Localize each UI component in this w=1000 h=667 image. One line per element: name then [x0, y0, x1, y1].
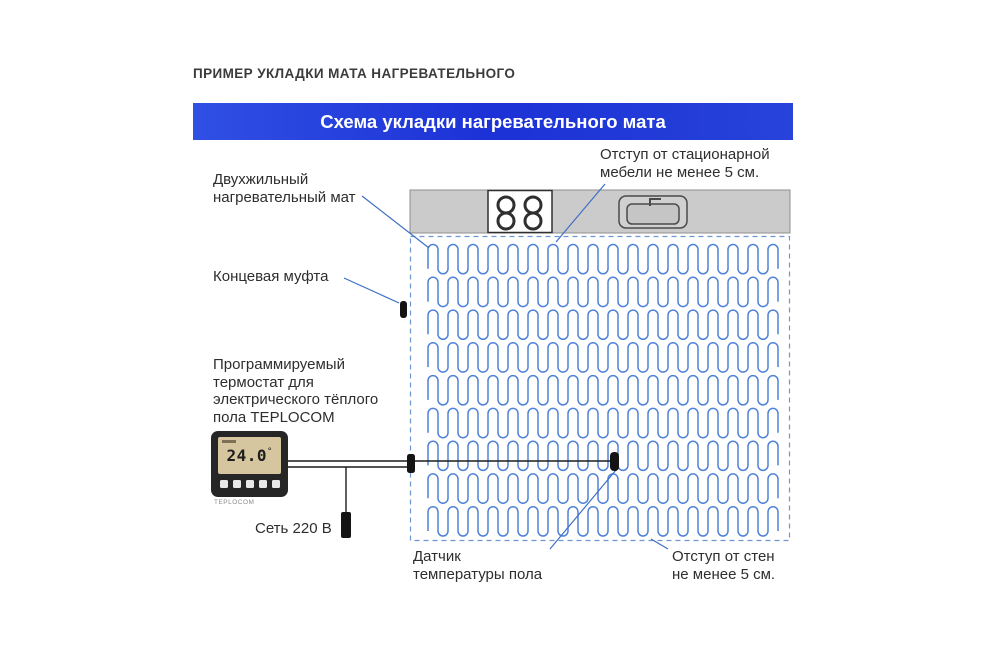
- thermostat-buttons: [218, 480, 281, 488]
- leader-furniture-offset: [555, 183, 606, 243]
- mat-boundary-dashed: [409, 235, 791, 542]
- thermostat-display-unit: °: [267, 446, 273, 457]
- thermostat-key: [219, 480, 228, 488]
- label-floor-sensor: Датчик температуры пола: [413, 548, 543, 583]
- burner-icon: [523, 211, 543, 231]
- label-end-sleeve: Концевая муфта: [213, 268, 329, 285]
- cooktop-icon: [487, 189, 553, 234]
- thermostat-device: 24.0 °: [211, 431, 288, 497]
- burner-icon: [496, 195, 516, 215]
- thermostat-display-indicators: [222, 440, 236, 443]
- leader-wall-offset: [650, 538, 669, 550]
- label-furniture-offset: Отступ от стационарной мебели не менее 5…: [600, 146, 770, 181]
- sink-basin: [626, 203, 680, 225]
- leader-end-sleeve: [343, 277, 400, 304]
- burner-icon: [523, 195, 543, 215]
- cooktop-panel: [487, 189, 553, 234]
- furniture-counter: [409, 189, 791, 234]
- page-title: ПРИМЕР УКЛАДКИ МАТА НАГРЕВАТЕЛЬНОГО: [193, 66, 516, 81]
- thermostat-display: 24.0 °: [218, 437, 281, 474]
- cold-lead-joint-icon: [407, 454, 415, 473]
- label-heating-mat: Двухжильный нагревательный мат: [213, 171, 356, 206]
- thermostat-brand-text: TEPLOCOM: [214, 499, 255, 506]
- thermostat-key: [258, 480, 267, 488]
- thermostat-wires: [288, 460, 612, 513]
- diagram-banner: Схема укладки нагревательного мата: [193, 103, 793, 140]
- burner-icon: [496, 211, 516, 231]
- leader-floor-sensor: [549, 469, 617, 550]
- leader-lines: [343, 183, 669, 550]
- label-wall-offset: Отступ от стен не менее 5 см.: [672, 548, 776, 583]
- label-power: Сеть 220 В: [255, 520, 332, 537]
- floor-sensor-icon: [610, 452, 619, 471]
- power-plug-icon: [341, 512, 351, 538]
- thermostat-display-value: 24.0: [226, 446, 268, 465]
- label-thermostat: Программируемый термостат для электричес…: [213, 356, 379, 426]
- thermostat-key: [232, 480, 241, 488]
- thermostat-key: [245, 480, 254, 488]
- leader-heating-mat: [361, 195, 430, 249]
- sink-icon: [618, 195, 688, 229]
- faucet-icon: [649, 198, 661, 206]
- heating-mat-serpentine: [427, 243, 779, 537]
- end-sleeve-icon: [400, 301, 407, 318]
- diagram-banner-title: Схема укладки нагревательного мата: [320, 110, 666, 132]
- thermostat-key: [271, 480, 280, 488]
